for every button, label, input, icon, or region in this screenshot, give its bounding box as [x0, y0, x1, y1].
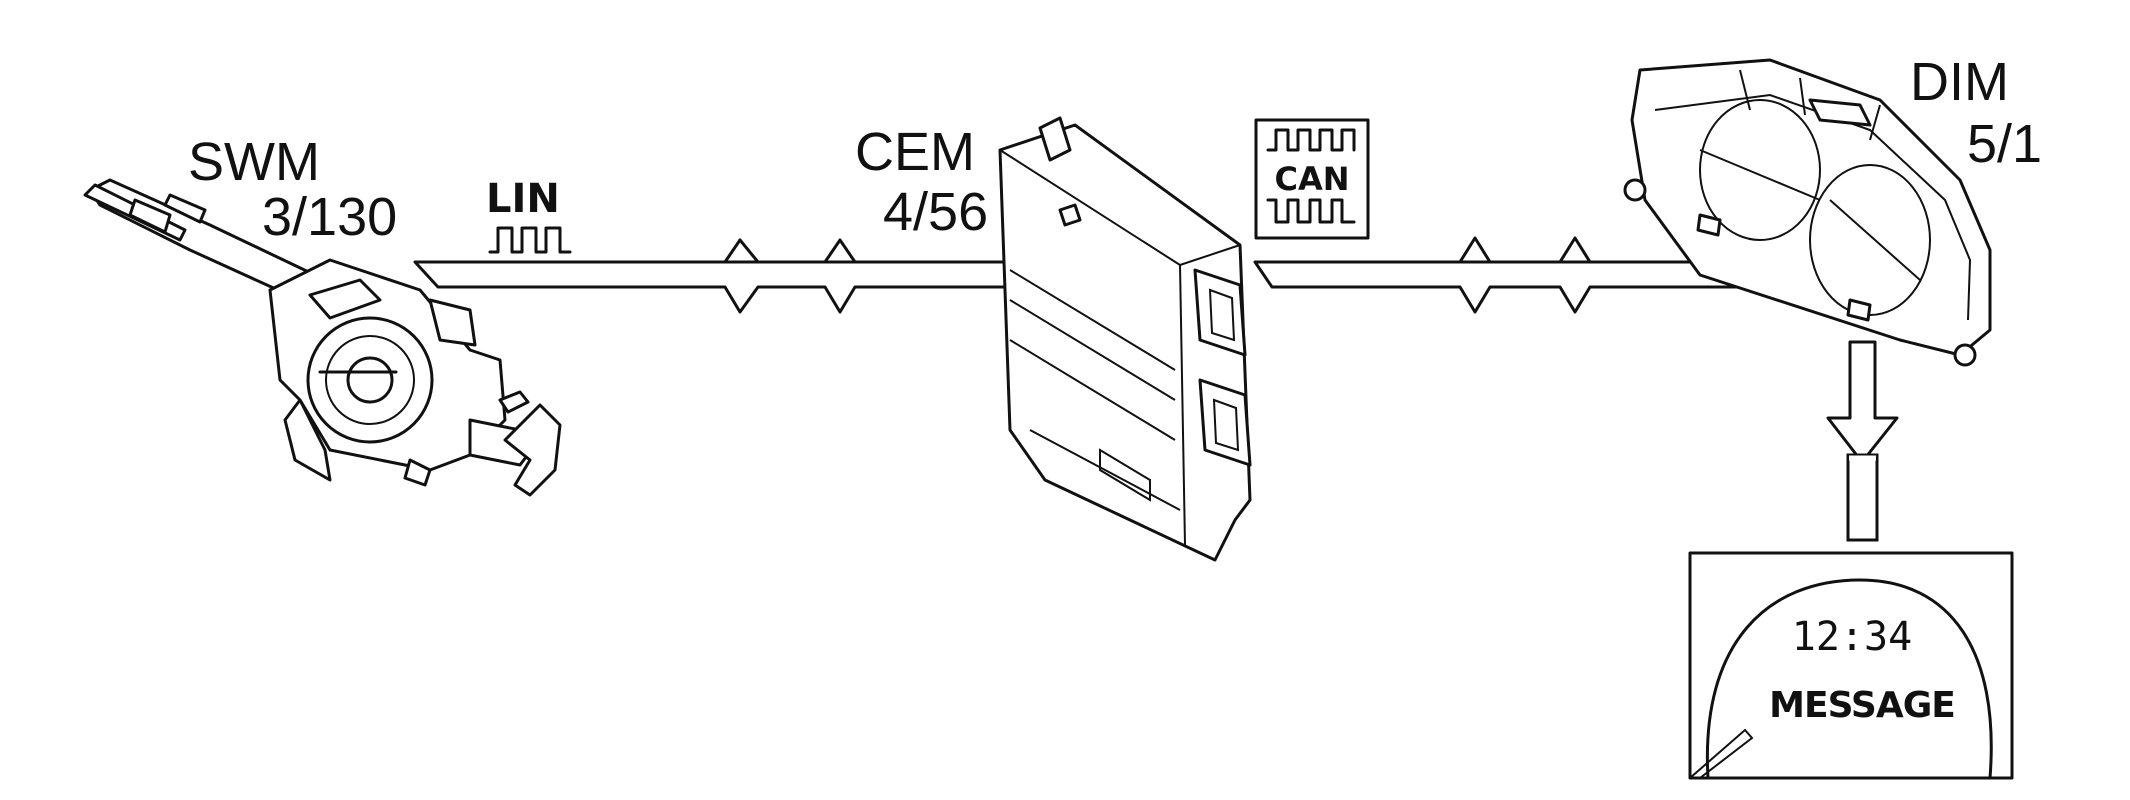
lin-bus-arrow [413, 260, 1007, 314]
display-dial [1705, 578, 1993, 780]
cem-ref-label: 4/56 [883, 182, 988, 242]
swm-ref-label: 3/130 [262, 187, 397, 247]
display-time-text: 12:34 [1792, 614, 1912, 660]
lin-arrow-head-right [823, 238, 857, 264]
output-down-arrow-shaft [1846, 453, 1879, 542]
swm-name-label: SWM [188, 132, 320, 192]
can-bus-label: CAN [1274, 160, 1349, 198]
lin-square-wave-icon [488, 226, 572, 254]
lin-arrow-head-left [723, 238, 760, 264]
display-message-text: MESSAGE [1769, 685, 1955, 726]
display-detail-box: 12:34 MESSAGE [1688, 551, 2014, 780]
output-down-arrow [1826, 340, 1899, 464]
swm-steering-wheel-module-illustration [83, 178, 562, 497]
lin-bus-label: LIN [486, 176, 560, 222]
can-bus-symbol: CAN [1254, 118, 1370, 240]
can-square-wave-bottom-icon [1266, 198, 1356, 224]
dim-driver-information-module-illustration [1623, 58, 1992, 367]
dim-name-label: DIM [1910, 52, 2009, 112]
can-arrow-head-left [1458, 236, 1492, 264]
can-arrow-head-right [1558, 236, 1592, 264]
dim-ref-label: 5/1 [1967, 114, 2042, 174]
lin-bus-symbol: LIN [486, 176, 572, 254]
can-square-wave-top-icon [1266, 128, 1356, 152]
cem-name-label: CEM [855, 122, 975, 182]
cem-central-electronic-module-illustration [998, 116, 1252, 562]
